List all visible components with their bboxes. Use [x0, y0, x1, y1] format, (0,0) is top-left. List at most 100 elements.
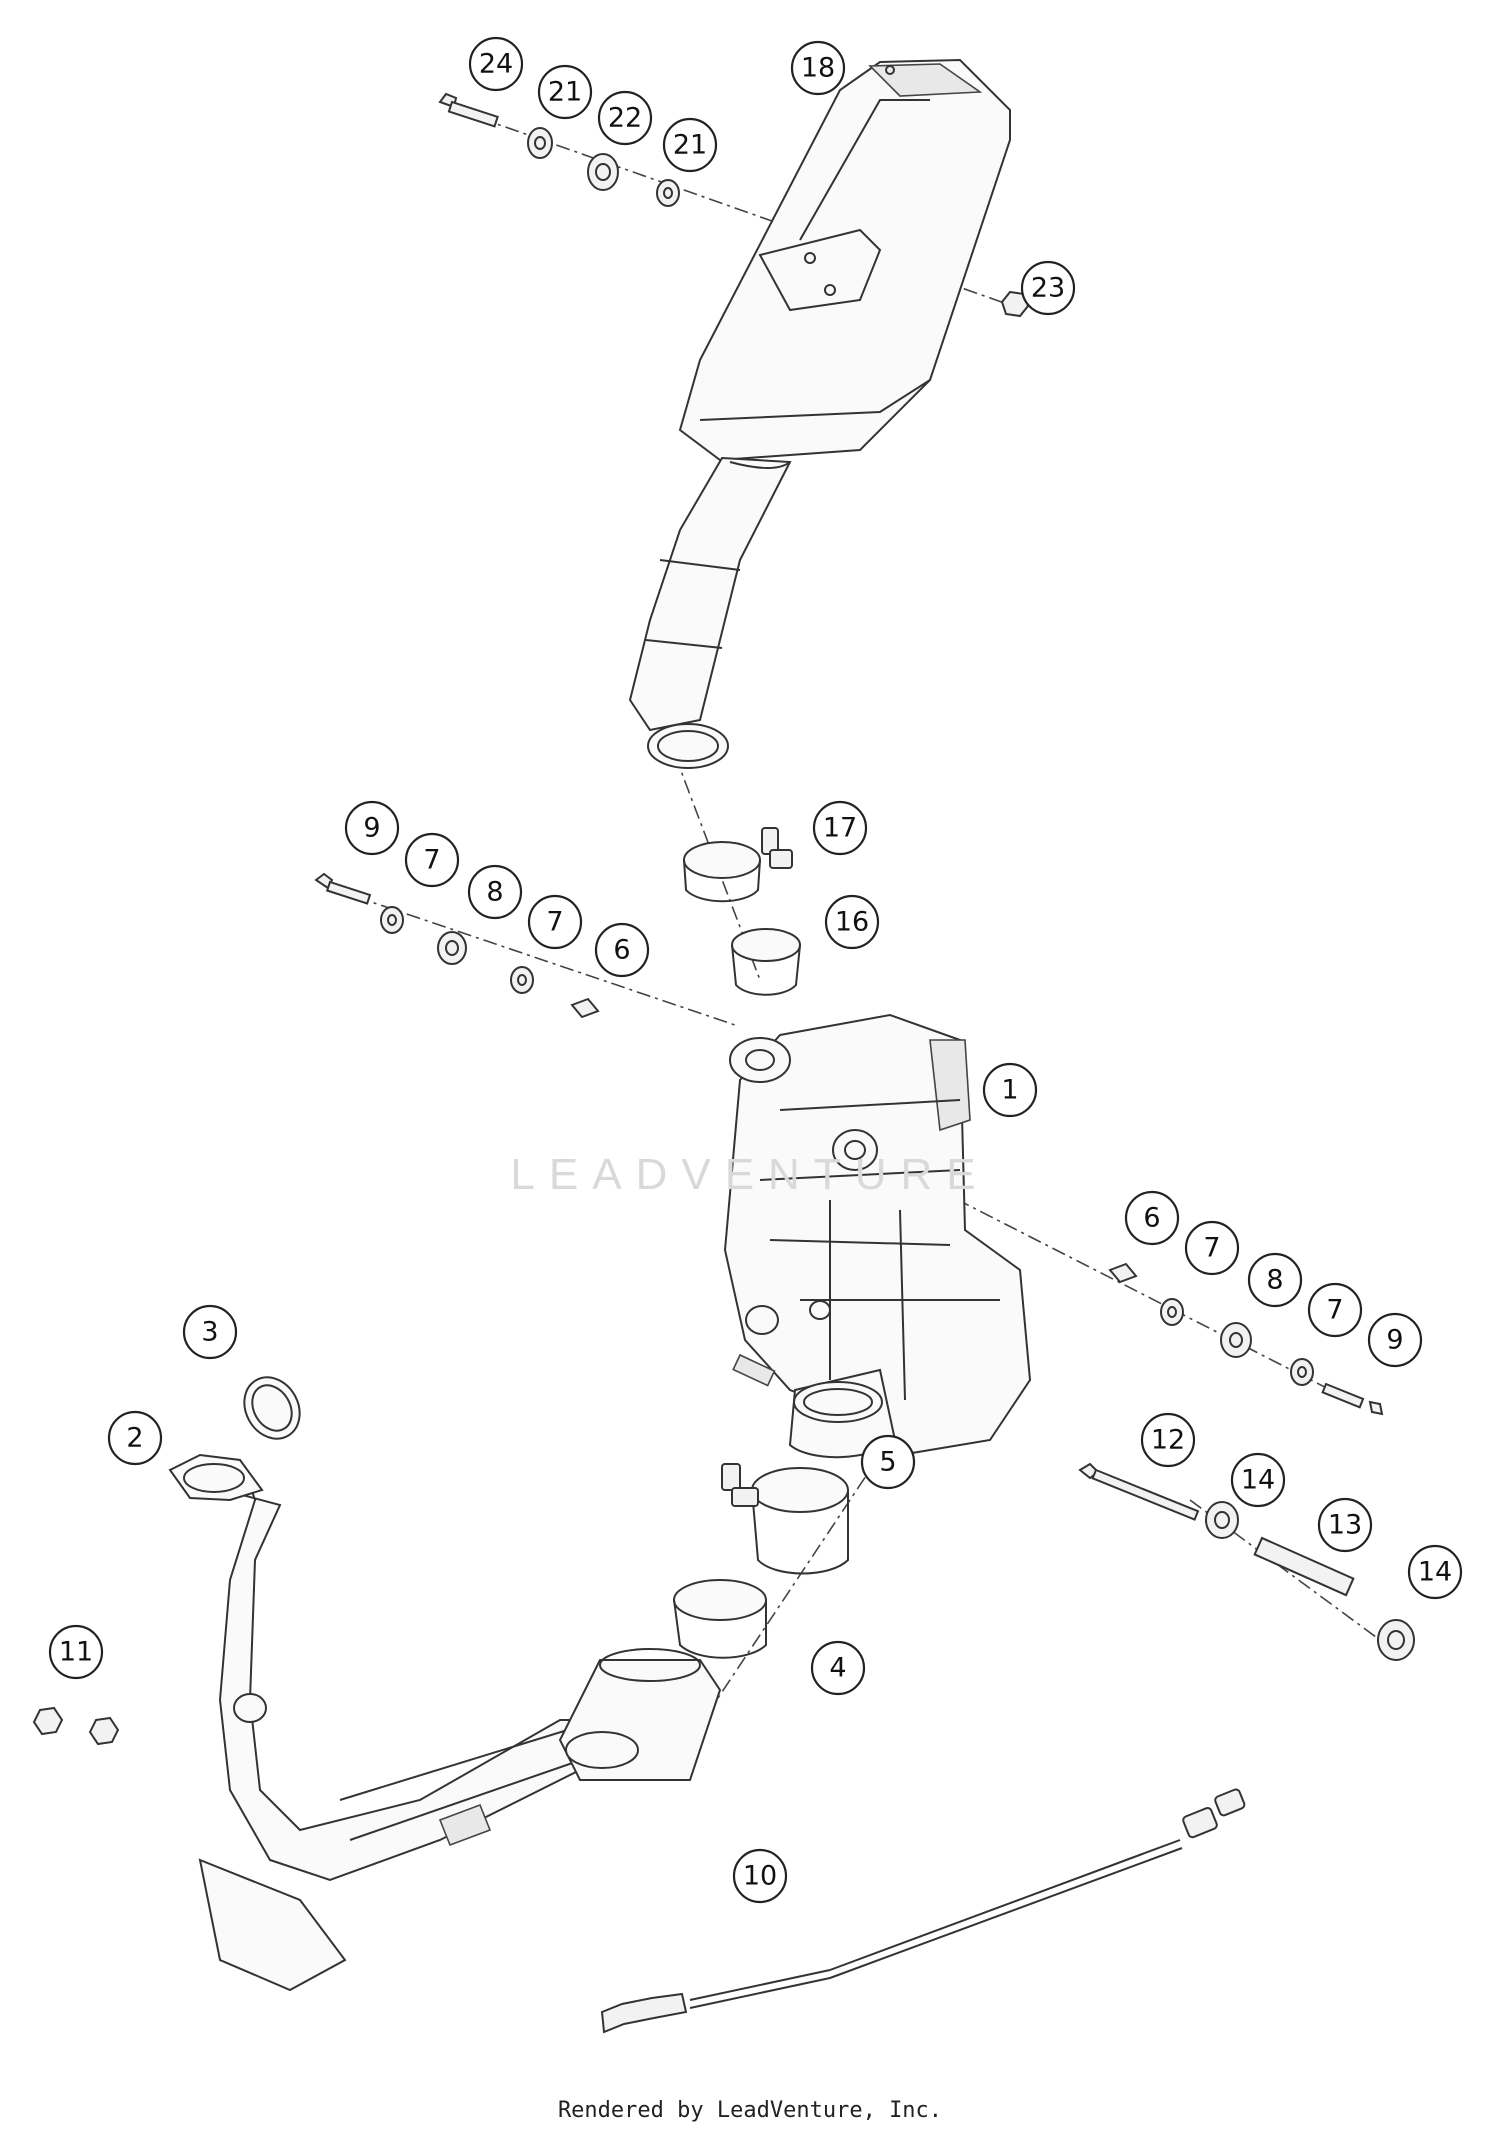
clamp-17: [683, 827, 793, 903]
callout-7c: 7: [1184, 1220, 1240, 1276]
callout-circle: [537, 64, 593, 120]
callout-circle: [597, 90, 653, 146]
callout-circle: [1230, 1452, 1286, 1508]
callout-circle: [810, 1640, 866, 1696]
callout-circle: [982, 1062, 1038, 1118]
callout-circle: [1184, 1220, 1240, 1276]
callout-circle: [527, 894, 583, 950]
sleeve-16: [731, 928, 801, 996]
nut-11-right: [88, 1716, 120, 1746]
washer-7-left-b: [510, 966, 534, 994]
silencer-body-1: [723, 1013, 1032, 1459]
callout-number: 12: [1151, 1425, 1185, 1456]
muffler-18: [628, 58, 1011, 769]
washer-21-top-left: [527, 127, 553, 159]
callout-10: 10: [732, 1848, 788, 1904]
callout-7a: 7: [404, 832, 460, 888]
clamp-5: [721, 1463, 849, 1575]
callout-9b: 9: [1367, 1312, 1423, 1368]
callout-6b: 6: [1124, 1190, 1180, 1246]
callout-number: 17: [823, 813, 857, 844]
bushing-8-left: [437, 931, 467, 965]
callout-number: 3: [201, 1317, 218, 1348]
callout-21b: 21: [662, 117, 718, 173]
nut-11-left: [32, 1706, 64, 1736]
callout-circle: [790, 40, 846, 96]
callout-labels: 2421222118231716978761678791214131432541…: [48, 36, 1463, 1904]
callout-24: 24: [468, 36, 524, 92]
callout-3: 3: [182, 1304, 238, 1360]
callout-circle: [594, 922, 650, 978]
callout-8b: 8: [1247, 1252, 1303, 1308]
callout-23: 23: [1020, 260, 1076, 316]
callout-6a: 6: [594, 922, 650, 978]
callout-circle: [732, 1848, 788, 1904]
callout-number: 8: [1266, 1265, 1283, 1296]
callout-circle: [1307, 1282, 1363, 1338]
callout-number: 6: [613, 935, 630, 966]
spacer-6-right: [1108, 1262, 1138, 1284]
callout-2: 2: [107, 1410, 163, 1466]
render-credit: Rendered by LeadVenture, Inc.: [557, 2098, 943, 2123]
bushing-22: [587, 153, 619, 191]
callout-circle: [1367, 1312, 1423, 1368]
callout-number: 10: [743, 1861, 777, 1892]
callout-number: 11: [59, 1637, 93, 1668]
callout-number: 16: [835, 907, 869, 938]
callout-circle: [662, 117, 718, 173]
callout-circle: [812, 800, 868, 856]
callout-circle: [1140, 1412, 1196, 1468]
callout-number: 7: [546, 907, 563, 938]
callout-number: 7: [1326, 1295, 1343, 1326]
callout-number: 14: [1418, 1557, 1452, 1588]
callout-18: 18: [790, 40, 846, 96]
callout-number: 13: [1328, 1510, 1362, 1541]
grommet-14-left: [1205, 1501, 1239, 1539]
callout-4: 4: [810, 1640, 866, 1696]
callout-circle: [1317, 1497, 1373, 1553]
callout-21a: 21: [537, 64, 593, 120]
callout-circle: [824, 894, 880, 950]
callout-12: 12: [1140, 1412, 1196, 1468]
callout-circle: [107, 1410, 163, 1466]
callout-circle: [467, 864, 523, 920]
washer-7-left-a: [380, 906, 404, 934]
callout-number: 22: [608, 103, 642, 134]
callout-1: 1: [982, 1062, 1038, 1118]
callout-14a: 14: [1230, 1452, 1286, 1508]
grommet-14-right: [1377, 1619, 1415, 1661]
bolt-24: [438, 92, 499, 128]
gasket-3: [243, 1376, 301, 1440]
callout-number: 5: [879, 1447, 896, 1478]
spacer-13: [1253, 1536, 1355, 1597]
callout-7d: 7: [1307, 1282, 1363, 1338]
callout-number: 23: [1031, 273, 1065, 304]
callout-number: 2: [126, 1423, 143, 1454]
callout-number: 9: [363, 813, 380, 844]
callout-number: 4: [829, 1653, 846, 1684]
callout-number: 18: [801, 53, 835, 84]
callout-22: 22: [597, 90, 653, 146]
callout-13: 13: [1317, 1497, 1373, 1553]
callout-number: 6: [1143, 1203, 1160, 1234]
callout-circle: [1407, 1544, 1463, 1600]
callout-circle: [1020, 260, 1076, 316]
callout-number: 7: [1203, 1233, 1220, 1264]
callout-5: 5: [860, 1434, 916, 1490]
bolt-9-right: [1321, 1382, 1384, 1416]
callout-14b: 14: [1407, 1544, 1463, 1600]
callout-number: 21: [548, 77, 582, 108]
watermark: LEADVENTURE: [510, 1150, 990, 1199]
oxygen-sensor-10: [600, 1788, 1246, 2034]
callout-circle: [1247, 1252, 1303, 1308]
callout-8a: 8: [467, 864, 523, 920]
washer-21-top-right: [656, 179, 680, 207]
bolt-9-left: [314, 872, 372, 905]
callout-9a: 9: [344, 800, 400, 856]
callout-number: 1: [1001, 1075, 1018, 1106]
sleeve-4: [673, 1579, 767, 1659]
callout-circle: [182, 1304, 238, 1360]
callout-number: 8: [486, 877, 503, 908]
spacer-6-left: [570, 997, 600, 1019]
bushing-8-right: [1220, 1322, 1252, 1358]
